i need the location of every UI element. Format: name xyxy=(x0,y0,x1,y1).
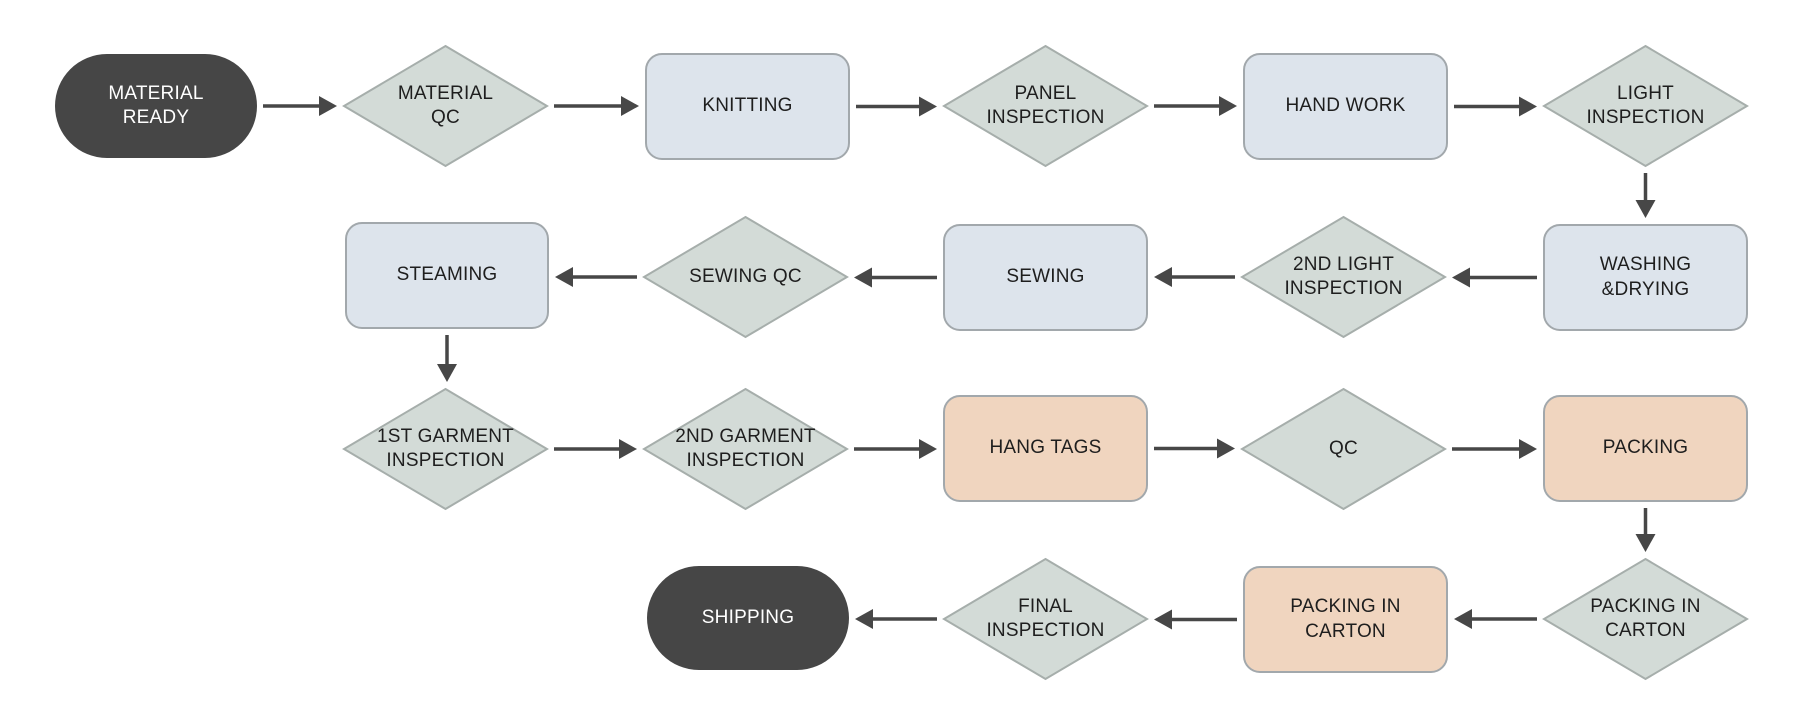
arrow-packing-to-packing_in_carton_decision xyxy=(1635,508,1656,552)
node-label: MATERIAL READY xyxy=(108,82,204,128)
node-material-qc: MATERIAL QC xyxy=(342,44,549,168)
node-knitting: KNITTING xyxy=(645,53,850,160)
node-label: FINAL INSPECTION xyxy=(986,595,1105,641)
node-packing: PACKING xyxy=(1543,395,1748,502)
node-label: SEWING QC xyxy=(689,265,802,287)
node-label: LIGHT INSPECTION xyxy=(1586,82,1705,128)
node-label: WASHING &DRYING xyxy=(1599,254,1692,300)
node-label: SEWING xyxy=(1006,266,1085,288)
arrow-head xyxy=(1519,439,1537,459)
node-label: PANEL INSPECTION xyxy=(986,82,1105,128)
diamond-shape xyxy=(1542,557,1749,681)
arrow-steaming-to-first_garment_inspection xyxy=(437,335,457,382)
node-label: PACKING IN CARTON xyxy=(1290,596,1401,642)
arrow-head xyxy=(1219,96,1237,116)
node-steaming: STEAMING xyxy=(345,222,549,329)
diamond-shape xyxy=(1542,44,1749,168)
node-sewing: SEWING xyxy=(943,224,1148,331)
node-2nd-light-inspection: 2ND LIGHT INSPECTION xyxy=(1240,215,1447,339)
arrow-head xyxy=(621,96,639,116)
diamond-shape xyxy=(642,215,849,339)
node-label: PACKING IN CARTON xyxy=(1590,595,1701,641)
arrow-head xyxy=(1217,438,1235,459)
node-qc: QC xyxy=(1240,387,1447,511)
node-hand-work: HAND WORK xyxy=(1243,53,1448,160)
node-label: KNITTING xyxy=(702,95,793,117)
arrow-panel_inspection-to-hand_work xyxy=(1154,96,1237,116)
arrow-head xyxy=(1154,609,1172,630)
arrow-second_light_inspection-to-sewing xyxy=(1154,267,1235,287)
arrow-light_inspection-to-washing_drying xyxy=(1635,173,1656,218)
arrow-material_ready-to-material_qc xyxy=(263,96,337,116)
arrow-head xyxy=(1635,534,1656,552)
node-label: HAND WORK xyxy=(1285,95,1406,117)
arrow-hang_tags-to-qc xyxy=(1154,438,1235,459)
arrow-material_qc-to-knitting xyxy=(554,96,639,116)
arrow-sewing_qc-to-steaming xyxy=(555,267,637,287)
diamond-shape xyxy=(342,387,549,511)
diamond-shape xyxy=(1240,215,1447,339)
arrow-final_inspection-to-shipping xyxy=(855,609,937,629)
node-label: SHIPPING xyxy=(701,606,795,628)
diamond-shape xyxy=(1240,387,1447,511)
node-final-inspection: FINAL INSPECTION xyxy=(942,557,1149,681)
node-light-inspection: LIGHT INSPECTION xyxy=(1542,44,1749,168)
node-label: 2ND GARMENT INSPECTION xyxy=(675,425,816,471)
node-material-ready: MATERIAL READY xyxy=(55,54,257,158)
diamond-shape xyxy=(942,44,1149,168)
arrow-packing_in_carton-to-final_inspection xyxy=(1154,609,1237,630)
diamond-shape xyxy=(942,557,1149,681)
node-label: 2ND LIGHT INSPECTION xyxy=(1284,253,1403,299)
arrow-head xyxy=(919,439,937,459)
node-1st-garment-inspection: 1ST GARMENT INSPECTION xyxy=(342,387,549,511)
node-panel-inspection: PANEL INSPECTION xyxy=(942,44,1149,168)
node-sewing-qc: SEWING QC xyxy=(642,215,849,339)
arrow-first_garment_inspection-to-second_garment_inspection xyxy=(554,439,637,459)
node-label: STEAMING xyxy=(396,264,498,286)
diamond-shape xyxy=(342,44,549,168)
arrow-head xyxy=(1635,200,1656,218)
arrow-hand_work-to-light_inspection xyxy=(1454,96,1537,117)
node-label: 1ST GARMENT INSPECTION xyxy=(377,425,514,471)
node-washing-drying: WASHING &DRYING xyxy=(1543,224,1748,331)
node-label: HANG TAGS xyxy=(989,437,1102,459)
arrow-head xyxy=(1519,96,1537,117)
node-packing-in-carton-decision: PACKING IN CARTON xyxy=(1542,557,1749,681)
arrow-head xyxy=(555,267,573,287)
arrow-second_garment_inspection-to-hang_tags xyxy=(854,439,937,459)
arrow-packing_in_carton_decision-to-packing_in_carton xyxy=(1454,609,1537,629)
arrow-washing_drying-to-second_light_inspection xyxy=(1452,267,1537,288)
node-2nd-garment-inspection: 2ND GARMENT INSPECTION xyxy=(642,387,849,511)
arrow-head xyxy=(855,609,873,629)
arrow-head xyxy=(619,439,637,459)
arrow-head xyxy=(1154,267,1172,287)
arrow-head xyxy=(437,364,457,382)
node-hang-tags: HANG TAGS xyxy=(943,395,1148,502)
diamond-shape xyxy=(642,387,849,511)
node-label: MATERIAL QC xyxy=(397,82,494,128)
node-label: QC xyxy=(1329,437,1358,459)
arrow-head xyxy=(854,267,872,288)
arrow-head xyxy=(919,96,937,117)
arrow-head xyxy=(1454,609,1472,629)
arrow-head xyxy=(319,96,337,116)
node-label: PACKING xyxy=(1602,437,1689,459)
arrow-head xyxy=(1452,267,1470,288)
arrow-knitting-to-panel_inspection xyxy=(856,96,937,117)
node-shipping: SHIPPING xyxy=(647,566,849,670)
arrow-qc-to-packing xyxy=(1452,439,1537,459)
arrow-sewing-to-sewing_qc xyxy=(854,267,937,288)
node-packing-in-carton: PACKING IN CARTON xyxy=(1243,566,1448,673)
